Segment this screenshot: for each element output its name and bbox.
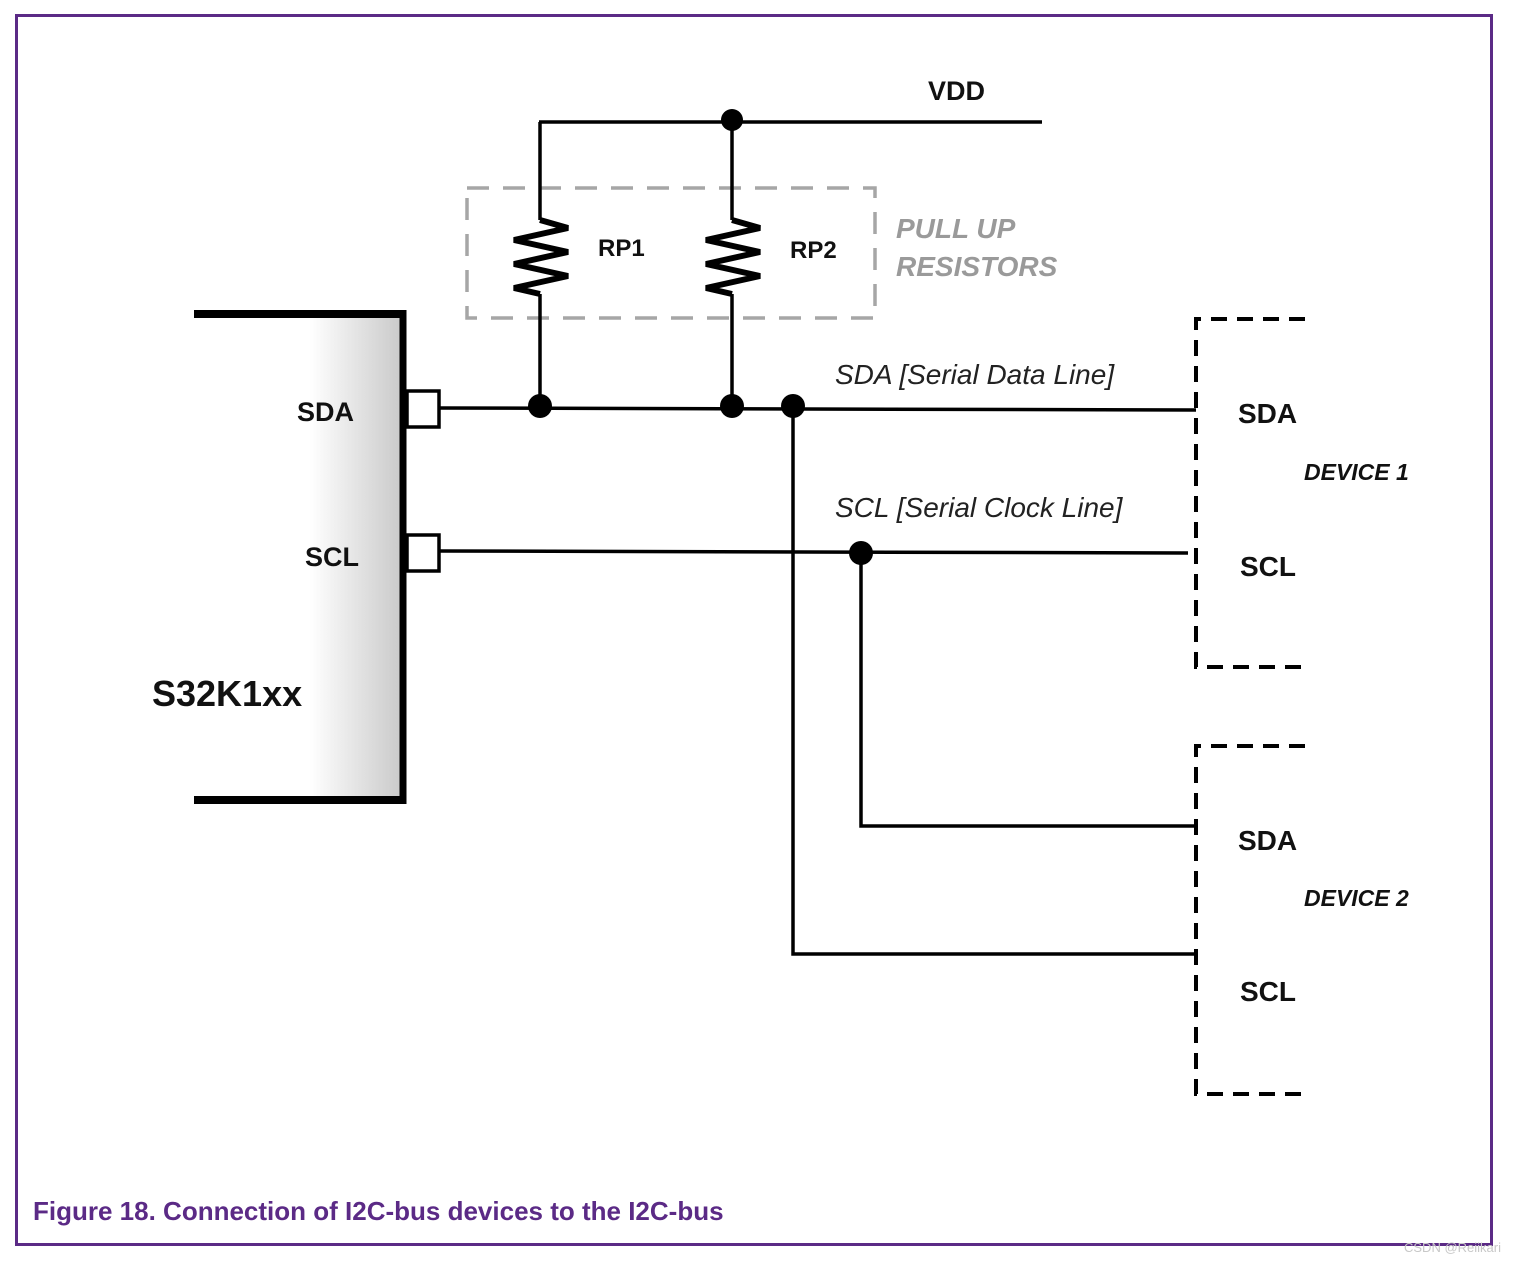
pullup-group-box (465, 186, 877, 320)
sda-bus-line (438, 406, 1197, 412)
vdd-junction (721, 109, 743, 131)
rp1-label: RP1 (598, 235, 645, 262)
watermark: CSDN @Reiikari (1404, 1240, 1501, 1255)
device1-sda-label: SDA (1238, 398, 1297, 429)
pullup-label-line2: RESISTORS (896, 251, 1058, 282)
sda-junction-rp2 (720, 394, 744, 418)
mcu-sda-label: SDA (297, 397, 354, 427)
pullup-label-line1: PULL UP (896, 213, 1016, 244)
device2-sda-label: SDA (1238, 825, 1297, 856)
device1-name-label: DEVICE 1 (1304, 459, 1409, 485)
mcu-scl-pin (405, 533, 441, 573)
mcu-sda-pin (405, 389, 441, 429)
device2-scl-label: SCL (1240, 976, 1296, 1007)
figure-caption: Figure 18. Connection of I2C-bus devices… (33, 1196, 724, 1226)
scl-line-label: SCL [Serial Clock Line] (835, 492, 1124, 523)
figure-frame (15, 14, 1493, 1246)
device1-box (1194, 317, 1305, 669)
resistor-rp2 (705, 122, 761, 406)
sda-line-label: SDA [Serial Data Line] (835, 359, 1115, 390)
mcu-block (194, 310, 407, 804)
sda-junction-rp1 (528, 394, 552, 418)
vdd-label: VDD (928, 76, 985, 106)
mcu-scl-label: SCL (305, 542, 359, 572)
branch-wire-to-device2-sda (859, 553, 1196, 828)
mcu-name-label: S32K1xx (152, 673, 302, 714)
device1-scl-label: SCL (1240, 551, 1296, 582)
resistor-rp1 (513, 122, 569, 406)
branch-wire-to-device2-scl (791, 406, 1196, 956)
device2-name-label: DEVICE 2 (1304, 885, 1409, 911)
scl-bus-line (438, 549, 1189, 555)
rp2-label: RP2 (790, 237, 837, 264)
device2-box (1194, 744, 1305, 1096)
